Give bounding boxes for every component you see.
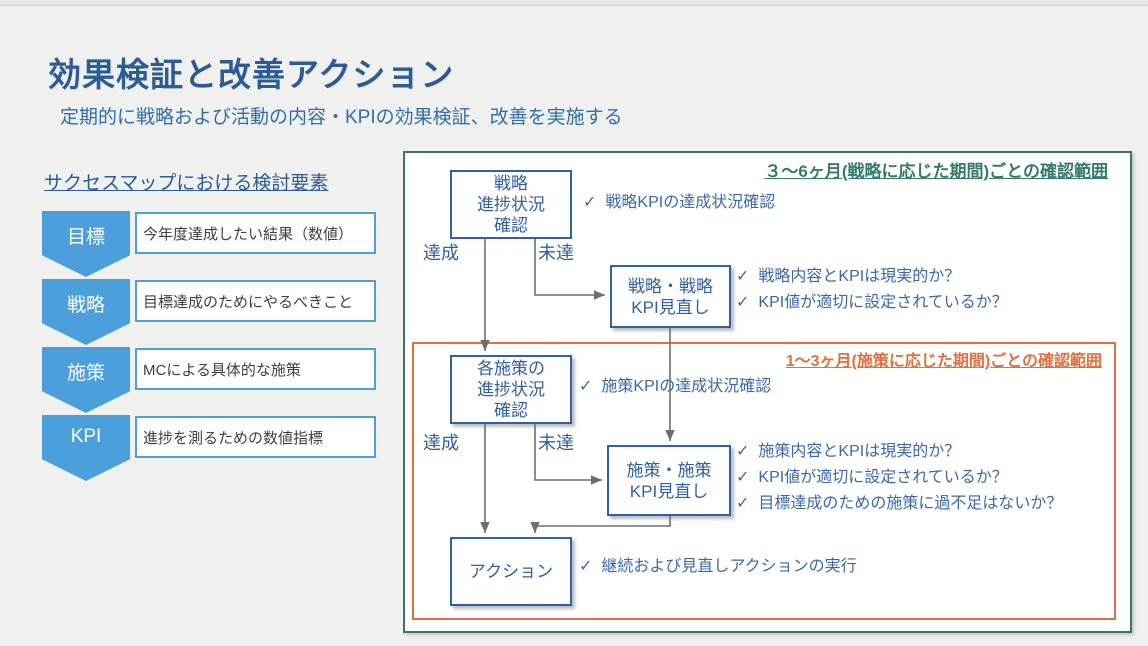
check-icon: ✓ <box>736 495 750 512</box>
goal-description-box: 今年度達成したい結果（数値） <box>135 212 376 254</box>
success-map-heading: サクセスマップにおける検討要素 <box>44 173 329 194</box>
flow-box-measure-status: 各施策の 進捗状況 確認 <box>450 355 572 424</box>
kpi-description-box: 進捗を測るための数値指標 <box>135 416 376 458</box>
check-item: ✓ 戦略内容とKPIは現実的か？ <box>736 264 1008 290</box>
outer-scope-label: ３〜6ヶ月(戦略に応じた期間)ごとの確認範囲 <box>764 162 1108 181</box>
check-item: ✓ 施策内容とKPIは現実的か？ <box>736 439 1062 465</box>
chevron-measure-label: 施策 <box>66 363 105 384</box>
strategy-description-box: 目標達成のためにやるべきこと <box>135 280 376 322</box>
check-text: KPI値が適切に設定されているか？ <box>758 469 1008 486</box>
flow-box-action: アクション <box>450 537 572 606</box>
check-text: 継続および見直しアクションの実行 <box>601 558 857 575</box>
check-text: 戦略KPIの達成状況確認 <box>605 194 776 211</box>
edge-label-achieved-2: 達成 <box>423 433 459 453</box>
check-text: KPI値が適切に設定されているか？ <box>758 294 1008 311</box>
check-text: 戦略内容とKPIは現実的か？ <box>758 268 961 285</box>
page-subtitle: 定期的に戦略および活動の内容・KPIの効果検証、改善を実施する <box>60 107 623 128</box>
check-icon: ✓ <box>736 469 750 486</box>
chevron-measure: 施策 <box>42 347 130 413</box>
check-icon: ✓ <box>736 294 750 311</box>
checklist-measure-status: ✓ 施策KPIの達成状況確認 <box>579 374 771 400</box>
strategy-description: 目標達成のためにやるべきこと <box>143 293 354 311</box>
flow-box-strategy-status: 戦略 進捗状況 確認 <box>450 170 572 239</box>
checklist-measure-review: ✓ 施策内容とKPIは現実的か？ ✓ KPI値が適切に設定されているか？ ✓ 目標達成… <box>736 439 1062 517</box>
check-text: 施策内容とKPIは現実的か？ <box>758 443 961 460</box>
edge-label-achieved-1: 達成 <box>423 243 459 263</box>
check-text: 施策KPIの達成状況確認 <box>601 378 772 395</box>
check-text: 目標達成のための施策に過不足はないか？ <box>758 495 1063 512</box>
chevron-strategy: 戦略 <box>42 279 130 345</box>
inner-scope-label: 1〜3ヶ月(施策に応じた期間)ごとの確認範囲 <box>785 353 1102 370</box>
measure-description-box: MCによる具体的な施策 <box>135 348 376 390</box>
chevron-kpi: KPI <box>42 415 130 481</box>
check-icon: ✓ <box>579 558 593 575</box>
kpi-description: 進捗を測るための数値指標 <box>143 429 324 447</box>
check-icon: ✓ <box>736 268 750 285</box>
verification-flow-panel: ３〜6ヶ月(戦略に応じた期間)ごとの確認範囲 1〜3ヶ月(施策に応じた期間)ごと… <box>403 151 1132 633</box>
check-item: ✓ KPI値が適切に設定されているか？ <box>736 290 1008 316</box>
measure-description: MCによる具体的な施策 <box>143 361 301 379</box>
check-item: ✓ 継続および見直しアクションの実行 <box>579 554 857 580</box>
edge-label-not-achieved-2: 未達 <box>538 433 574 453</box>
window-top-edge <box>0 0 1148 6</box>
chevron-kpi-label: KPI <box>70 426 102 447</box>
check-item: ✓ 施策KPIの達成状況確認 <box>579 374 771 400</box>
checklist-strategy-review: ✓ 戦略内容とKPIは現実的か？ ✓ KPI値が適切に設定されているか？ <box>736 264 1008 316</box>
checklist-strategy-status: ✓ 戦略KPIの達成状況確認 <box>583 190 775 216</box>
goal-description: 今年度達成したい結果（数値） <box>143 225 354 243</box>
check-icon: ✓ <box>583 194 597 211</box>
edge-label-not-achieved-1: 未達 <box>538 243 574 263</box>
flow-box-strategy-review: 戦略・戦略 KPI見直し <box>610 265 731 328</box>
inner-scope-frame: 1〜3ヶ月(施策に応じた期間)ごとの確認範囲 <box>412 342 1116 620</box>
check-icon: ✓ <box>579 378 593 395</box>
chevron-goal-label: 目標 <box>66 227 105 248</box>
check-icon: ✓ <box>736 443 750 460</box>
check-item: ✓ KPI値が適切に設定されているか？ <box>736 465 1062 491</box>
check-item: ✓ 戦略KPIの達成状況確認 <box>583 190 775 216</box>
check-item: ✓ 目標達成のための施策に過不足はないか？ <box>736 491 1062 517</box>
chevron-goal: 目標 <box>42 211 130 277</box>
flow-box-measure-review: 施策・施策 KPI見直し <box>607 445 731 516</box>
chevron-strategy-label: 戦略 <box>66 295 105 316</box>
checklist-action: ✓ 継続および見直しアクションの実行 <box>579 554 857 580</box>
page-title: 効果検証と改善アクション <box>48 56 455 93</box>
